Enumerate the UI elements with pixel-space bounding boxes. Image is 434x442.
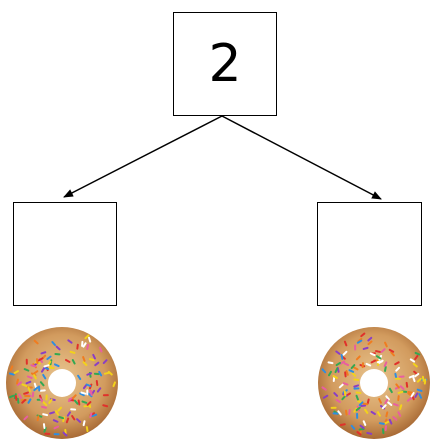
right-part-box[interactable] (317, 202, 422, 306)
whole-number-box: 2 (173, 12, 277, 116)
sprinkle-donut-icon (6, 327, 118, 439)
arrow-to-left-part (63, 115, 223, 198)
right-part-value (318, 203, 421, 305)
arrow-to-right-part (221, 115, 382, 200)
left-part-value (14, 203, 116, 305)
left-part-box[interactable] (13, 202, 117, 306)
sprinkle-donut-icon (318, 327, 430, 439)
whole-number-value: 2 (208, 34, 242, 94)
